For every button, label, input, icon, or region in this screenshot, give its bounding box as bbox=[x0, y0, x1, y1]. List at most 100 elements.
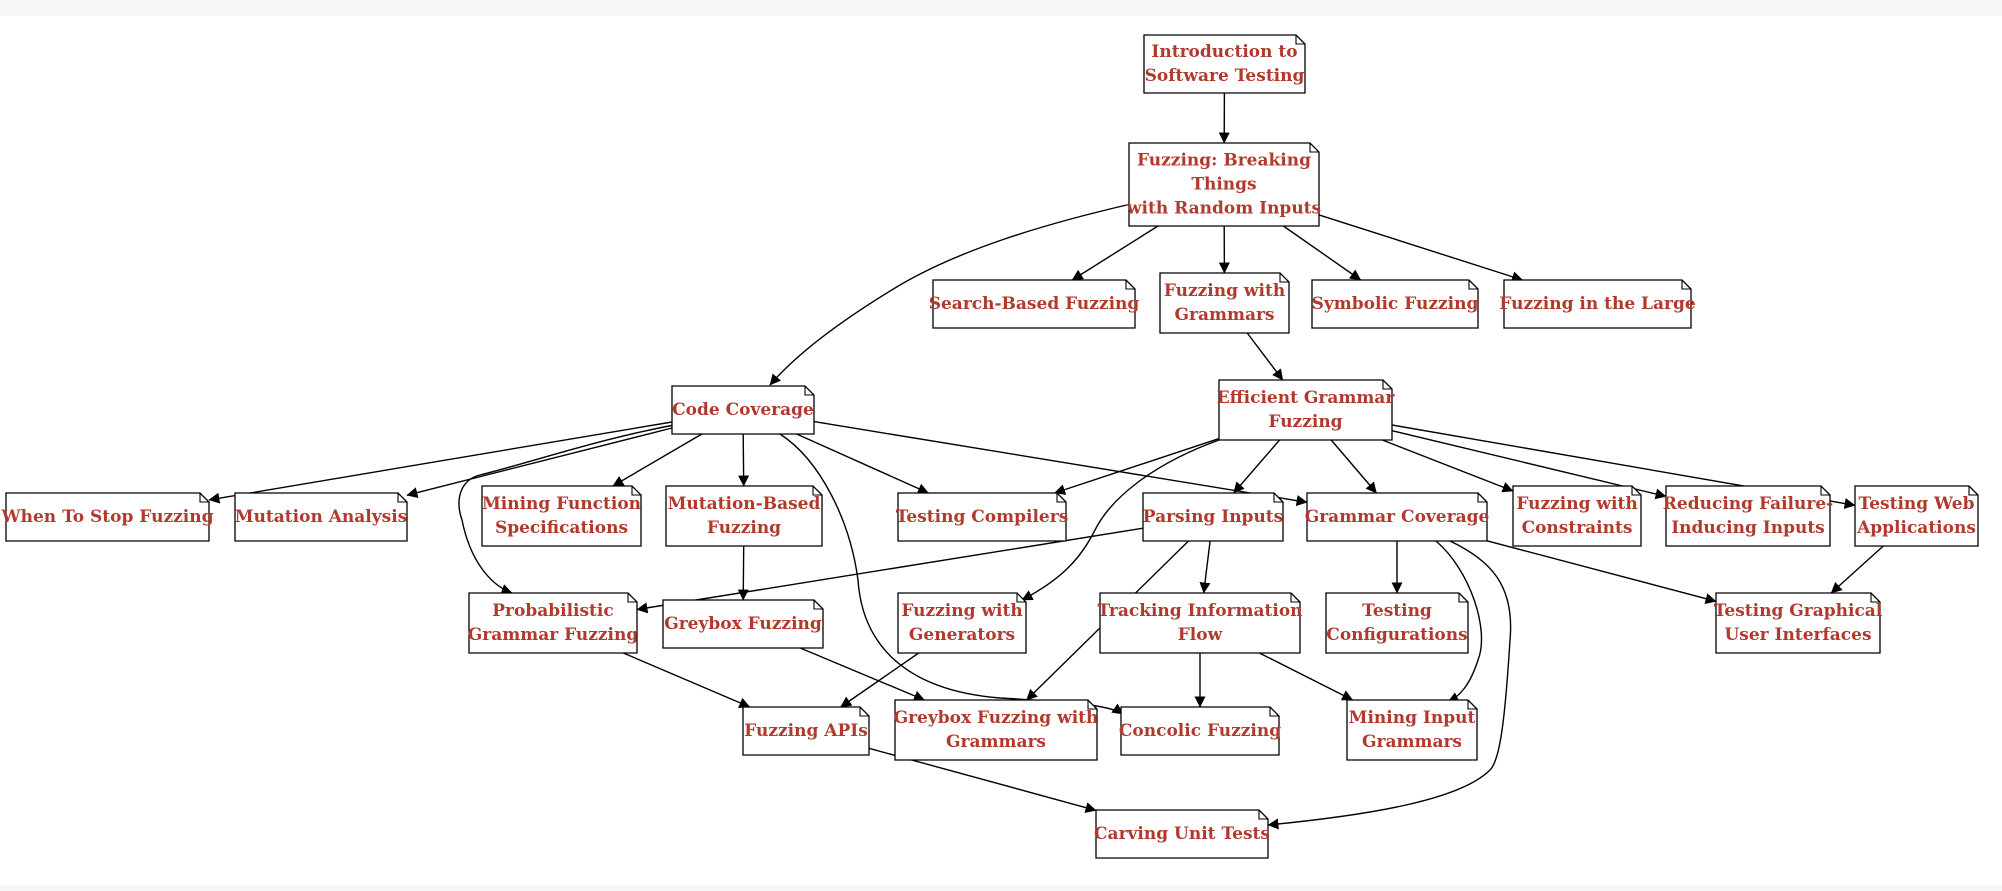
node-label: Testing Graphical bbox=[1714, 601, 1883, 621]
edge-cov-to-stop bbox=[208, 421, 673, 504]
node-search[interactable]: Search-Based Fuzzing bbox=[929, 279, 1140, 329]
edge-cov-to-prob bbox=[458, 421, 691, 595]
note-shape bbox=[1854, 485, 1979, 547]
node-label: Search-Based Fuzzing bbox=[929, 294, 1140, 314]
node-label: Generators bbox=[909, 625, 1015, 645]
bottom-bar bbox=[0, 885, 2002, 891]
note-shape bbox=[671, 385, 815, 435]
note-shape bbox=[1665, 485, 1831, 547]
edge-fuzzing-to-symb bbox=[1282, 225, 1362, 281]
node-label: Code Coverage bbox=[672, 400, 814, 420]
note-shape bbox=[1325, 592, 1469, 654]
note-shape bbox=[1143, 34, 1306, 94]
node-label: Greybox Fuzzing bbox=[664, 614, 822, 634]
note-fold bbox=[1968, 486, 1978, 496]
node-label: Constraints bbox=[1522, 518, 1633, 538]
node-stop[interactable]: When To Stop Fuzzing bbox=[1, 492, 214, 542]
note-shape bbox=[897, 592, 1027, 654]
note-fold bbox=[1056, 493, 1066, 503]
edge-gcov-to-mingram bbox=[1435, 540, 1483, 703]
edge-eff-to-gcov bbox=[1330, 439, 1378, 494]
note-shape bbox=[742, 706, 870, 756]
node-label: Parsing Inputs bbox=[1143, 507, 1283, 527]
node-label: Carving Unit Tests bbox=[1094, 824, 1270, 844]
node-api[interactable]: Fuzzing APIs bbox=[742, 706, 870, 756]
note-shape bbox=[662, 599, 824, 649]
node-label: Specifications bbox=[495, 518, 628, 538]
node-label: Applications bbox=[1856, 518, 1976, 538]
node-label: Fuzzing APIs bbox=[744, 721, 868, 741]
edge-gen-to-api bbox=[840, 652, 920, 708]
note-fold bbox=[1273, 493, 1283, 503]
node-label: Grammar Fuzzing bbox=[468, 625, 639, 645]
note-fold bbox=[1125, 280, 1135, 290]
node-label: Tracking Information bbox=[1097, 601, 1302, 621]
node-label: When To Stop Fuzzing bbox=[1, 507, 214, 527]
edge-cov-to-gcov bbox=[813, 420, 1308, 507]
node-conc[interactable]: Concolic Fuzzing bbox=[1119, 706, 1281, 756]
node-gcov[interactable]: Grammar Coverage bbox=[1305, 492, 1490, 542]
edge-gcov-to-gui bbox=[1486, 540, 1717, 604]
note-shape bbox=[1715, 592, 1881, 654]
note-fold bbox=[804, 386, 814, 396]
edge-mutfuzz-to-grey bbox=[737, 545, 749, 601]
node-carve[interactable]: Carving Unit Tests bbox=[1094, 809, 1270, 859]
note-fold bbox=[1269, 707, 1279, 717]
note-fold bbox=[1016, 593, 1026, 603]
note-shape bbox=[932, 279, 1136, 329]
edge-gcov-to-carve bbox=[1267, 540, 1512, 830]
node-large[interactable]: Fuzzing in the Large bbox=[1499, 279, 1696, 329]
node-mut[interactable]: Mutation Analysis bbox=[234, 492, 408, 542]
node-label: Testing bbox=[1362, 601, 1432, 621]
node-label: Probabilistic bbox=[492, 601, 613, 621]
note-fold bbox=[1258, 810, 1268, 820]
node-label: Grammar Coverage bbox=[1305, 507, 1490, 527]
node-label: Fuzzing with bbox=[1164, 281, 1285, 301]
node-label: Fuzzing bbox=[1268, 412, 1342, 432]
note-fold bbox=[1458, 593, 1468, 603]
edge-eff-to-comp bbox=[1054, 437, 1220, 495]
edge-prob-to-api bbox=[623, 652, 751, 708]
node-label: Efficient Grammar bbox=[1217, 388, 1396, 408]
edge-web-to-gui bbox=[1830, 545, 1884, 594]
note-fold bbox=[813, 600, 823, 610]
edge-cov-to-conc bbox=[779, 433, 1124, 715]
note-fold bbox=[859, 707, 869, 717]
edge-eff-to-constr bbox=[1382, 439, 1514, 493]
node-label: Fuzzing with bbox=[901, 601, 1022, 621]
note-shape bbox=[234, 492, 408, 542]
note-fold bbox=[1468, 280, 1478, 290]
node-comp[interactable]: Testing Compilers bbox=[896, 492, 1069, 542]
node-reduce[interactable]: Reducing Failure-Inducing Inputs bbox=[1663, 485, 1833, 547]
node-label: Fuzzing bbox=[707, 518, 781, 538]
node-symb[interactable]: Symbolic Fuzzing bbox=[1311, 279, 1479, 329]
edge-fuzzing-to-cov bbox=[769, 203, 1132, 386]
node-grey[interactable]: Greybox Fuzzing bbox=[662, 599, 824, 649]
node-parse[interactable]: Parsing Inputs bbox=[1142, 492, 1284, 542]
node-label: Grammars bbox=[946, 732, 1046, 752]
note-shape bbox=[1159, 272, 1290, 334]
node-cov[interactable]: Code Coverage bbox=[671, 385, 815, 435]
node-label: with Random Inputs bbox=[1126, 199, 1321, 219]
note-shape bbox=[1099, 592, 1301, 654]
note-fold bbox=[1087, 700, 1097, 710]
edge-cov-to-mutfuzz bbox=[738, 433, 750, 487]
note-fold bbox=[627, 593, 637, 603]
note-shape bbox=[1512, 485, 1642, 547]
